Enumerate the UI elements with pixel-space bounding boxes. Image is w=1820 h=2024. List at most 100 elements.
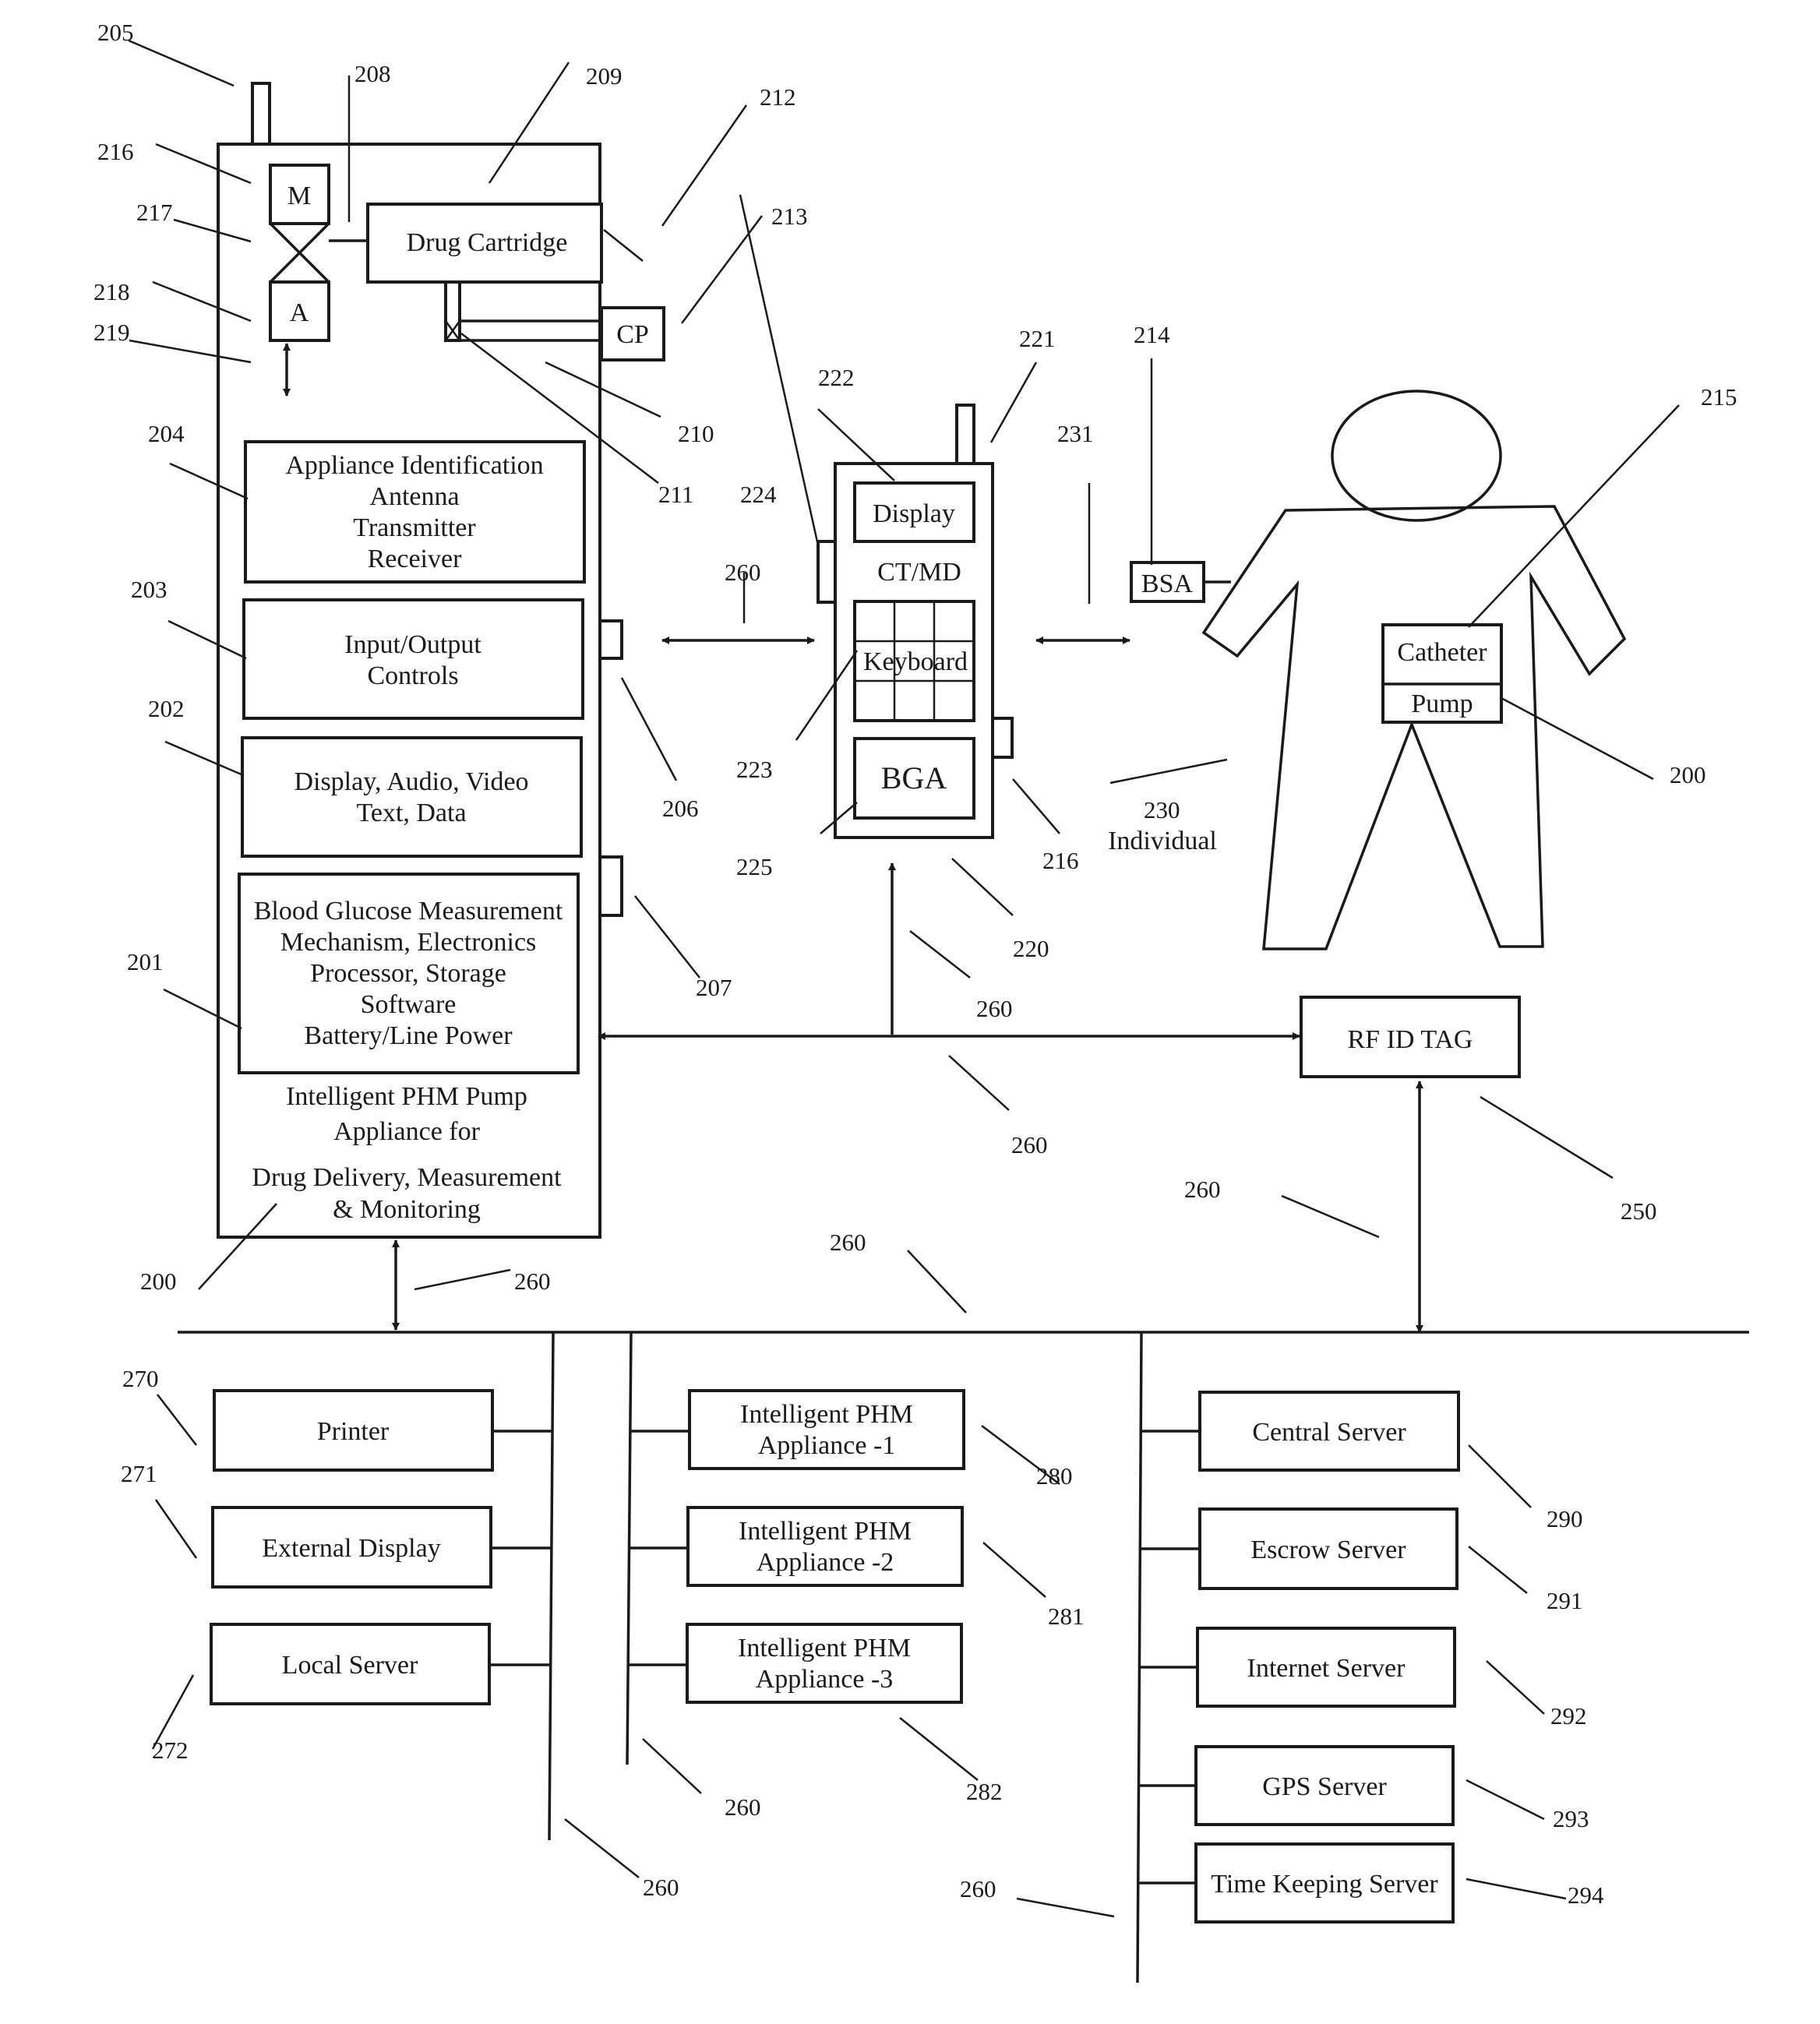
svg-text:Software: Software xyxy=(361,990,457,1019)
escrow-server-box: Escrow Server xyxy=(1200,1509,1457,1589)
svg-text:Keyboard: Keyboard xyxy=(863,647,968,676)
svg-text:200: 200 xyxy=(140,1268,177,1295)
svg-text:282: 282 xyxy=(966,1778,1003,1805)
svg-text:260: 260 xyxy=(1011,1131,1048,1158)
svg-text:BSA: BSA xyxy=(1141,569,1194,598)
blood-glucose-mechanism-box: Blood Glucose Measurement Mechanism, Ele… xyxy=(239,874,578,1073)
svg-text:Antenna: Antenna xyxy=(369,482,459,511)
head-outline xyxy=(1332,391,1501,520)
svg-text:204: 204 xyxy=(148,420,185,447)
svg-text:290: 290 xyxy=(1547,1505,1583,1532)
ctmd-antenna xyxy=(957,405,974,464)
svg-text:Appliance for: Appliance for xyxy=(333,1117,481,1146)
svg-text:Mechanism, Electronics: Mechanism, Electronics xyxy=(280,928,537,957)
svg-text:Escrow Server: Escrow Server xyxy=(1250,1536,1406,1564)
svg-text:224: 224 xyxy=(740,481,777,508)
svg-text:206: 206 xyxy=(662,795,699,822)
phm-appliance-3-box: Intelligent PHM Appliance -3 xyxy=(687,1624,961,1702)
svg-text:BGA: BGA xyxy=(881,760,947,795)
svg-text:Receiver: Receiver xyxy=(368,545,462,573)
svg-text:260: 260 xyxy=(1184,1176,1221,1203)
svg-text:Display, Audio, Video: Display, Audio, Video xyxy=(294,767,528,796)
svg-text:219: 219 xyxy=(93,319,130,346)
svg-text:Controls: Controls xyxy=(367,661,458,690)
individual-figure: Catheter Pump BSA Individual xyxy=(1108,391,1624,949)
svg-text:208: 208 xyxy=(354,60,391,87)
svg-text:Drug Delivery, Measurement: Drug Delivery, Measurement xyxy=(252,1163,562,1192)
svg-text:260: 260 xyxy=(514,1268,551,1295)
svg-text:280: 280 xyxy=(1036,1462,1073,1490)
ctmd-display-box: Display xyxy=(855,483,974,541)
svg-text:Appliance -1: Appliance -1 xyxy=(758,1431,896,1460)
svg-text:209: 209 xyxy=(586,62,623,90)
svg-text:260: 260 xyxy=(725,559,761,586)
catheter-pump-box: Catheter Pump xyxy=(1383,625,1501,722)
svg-text:260: 260 xyxy=(725,1793,761,1821)
svg-text:221: 221 xyxy=(1019,325,1056,352)
input-output-controls-box: Input/Output Controls xyxy=(244,600,583,718)
display-audio-video-box: Display, Audio, Video Text, Data xyxy=(242,738,581,856)
svg-text:M: M xyxy=(287,182,311,210)
svg-text:223: 223 xyxy=(736,756,773,783)
svg-text:216: 216 xyxy=(97,138,134,165)
internet-server-box: Internet Server xyxy=(1197,1628,1455,1706)
svg-text:218: 218 xyxy=(93,278,130,305)
svg-text:291: 291 xyxy=(1547,1587,1583,1614)
actuator-box: A xyxy=(270,282,329,340)
svg-text:& Monitoring: & Monitoring xyxy=(333,1195,481,1224)
local-server-box: Local Server xyxy=(211,1624,489,1704)
svg-text:Display: Display xyxy=(873,499,955,528)
svg-text:270: 270 xyxy=(122,1365,159,1392)
svg-text:260: 260 xyxy=(976,995,1013,1022)
gps-server-box: GPS Server xyxy=(1196,1747,1453,1825)
body-outline xyxy=(1204,506,1624,949)
ctmd-keyboard: Keyboard xyxy=(855,601,974,721)
svg-text:272: 272 xyxy=(152,1737,189,1764)
svg-text:Text, Data: Text, Data xyxy=(356,799,466,827)
svg-text:271: 271 xyxy=(121,1460,157,1487)
svg-text:Internet Server: Internet Server xyxy=(1247,1654,1406,1683)
svg-text:Appliance -2: Appliance -2 xyxy=(757,1548,894,1577)
svg-text:231: 231 xyxy=(1057,420,1094,447)
printer-box: Printer xyxy=(214,1391,492,1470)
svg-text:205: 205 xyxy=(97,19,134,46)
svg-text:201: 201 xyxy=(127,948,164,975)
cp-box: CP xyxy=(601,308,664,360)
svg-text:Transmitter: Transmitter xyxy=(353,513,476,542)
phm-appliance-1-box: Intelligent PHM Appliance -1 xyxy=(690,1391,964,1469)
svg-text:RF ID TAG: RF ID TAG xyxy=(1347,1025,1473,1054)
servers: Central Server Escrow Server Internet Se… xyxy=(1196,1392,1458,1922)
svg-text:Intelligent PHM Pump: Intelligent PHM Pump xyxy=(286,1082,527,1111)
svg-text:225: 225 xyxy=(736,853,773,880)
svg-text:Appliance -3: Appliance -3 xyxy=(756,1665,894,1694)
svg-text:281: 281 xyxy=(1048,1603,1085,1630)
svg-text:Appliance Identification: Appliance Identification xyxy=(285,451,543,480)
svg-text:211: 211 xyxy=(658,481,693,508)
svg-text:Processor, Storage: Processor, Storage xyxy=(310,959,506,988)
svg-text:A: A xyxy=(290,298,309,327)
ctmd-title: CT/MD xyxy=(877,558,961,587)
svg-text:217: 217 xyxy=(136,199,173,226)
svg-text:Time Keeping Server: Time Keeping Server xyxy=(1211,1870,1438,1899)
svg-text:260: 260 xyxy=(643,1874,679,1901)
svg-text:Central Server: Central Server xyxy=(1252,1418,1406,1447)
phm-appliances: Intelligent PHM Appliance -1 Intelligent… xyxy=(687,1391,964,1702)
svg-text:Drug Cartridge: Drug Cartridge xyxy=(407,228,568,257)
svg-text:220: 220 xyxy=(1013,935,1049,962)
svg-text:CP: CP xyxy=(616,320,649,349)
svg-text:Intelligent PHM: Intelligent PHM xyxy=(739,1517,912,1546)
phm-appliance-2-box: Intelligent PHM Appliance -2 xyxy=(688,1507,962,1585)
svg-text:260: 260 xyxy=(830,1229,866,1256)
svg-text:216: 216 xyxy=(1042,847,1079,874)
appliance-identification-box: Appliance Identification Antenna Transmi… xyxy=(245,442,584,582)
ctmd-port-224 xyxy=(818,541,835,602)
svg-text:214: 214 xyxy=(1134,321,1170,348)
svg-text:250: 250 xyxy=(1621,1197,1657,1225)
svg-text:222: 222 xyxy=(818,364,855,391)
svg-text:Input/Output: Input/Output xyxy=(344,630,481,659)
svg-text:GPS Server: GPS Server xyxy=(1262,1772,1387,1801)
local-devices: Printer External Display Local Server xyxy=(211,1391,492,1704)
ctmd-device: Display CT/MD Keyboard BGA xyxy=(818,405,1012,837)
svg-text:215: 215 xyxy=(1701,383,1737,411)
